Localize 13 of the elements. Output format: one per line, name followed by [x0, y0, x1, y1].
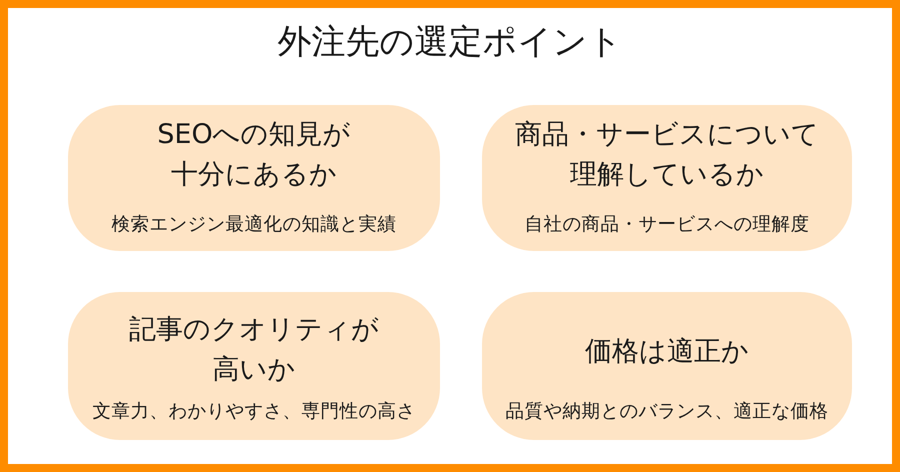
card-description: 検索エンジン最適化の知識と実績 [112, 213, 396, 237]
criterion-card [68, 292, 440, 440]
card-description: 文章力、わかりやすさ、専門性の高さ [92, 400, 416, 424]
card-heading: 商品・サービスについて理解しているか [514, 118, 820, 192]
title: 外注先の選定ポイント [278, 21, 622, 64]
card-heading: SEOへの知見が十分にあるか [156, 118, 352, 192]
criterion-card [68, 105, 440, 251]
criterion-card [482, 292, 852, 440]
card-heading: 価格は適正か [585, 335, 749, 369]
card-heading: 記事のクオリティが高いか [128, 313, 380, 387]
card-description: 品質や納期とのバランス、適正な価格 [506, 400, 828, 424]
card-description: 自社の商品・サービスへの理解度 [524, 213, 810, 237]
criterion-card [482, 105, 852, 251]
